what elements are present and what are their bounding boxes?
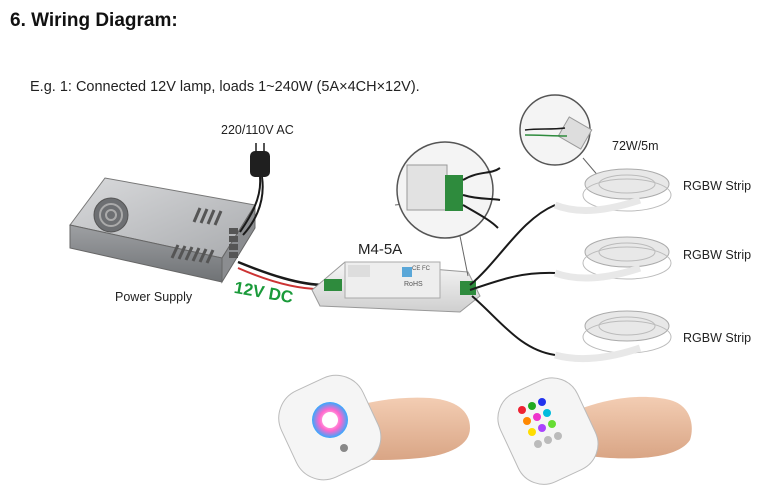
strip-label-2: RGBW Strip xyxy=(683,248,752,262)
led-strip-reel-1 xyxy=(553,168,672,214)
section-heading: 6. Wiring Diagram: xyxy=(10,10,178,31)
terminal-detail-inset xyxy=(394,141,501,277)
controller-ce-mark: CE FC xyxy=(412,266,430,272)
power-supply-unit xyxy=(69,177,256,284)
led-strip-reel-2 xyxy=(553,236,672,282)
controller-rohs-mark: RoHS xyxy=(404,281,423,288)
led-strip-reel-3 xyxy=(554,310,672,362)
button-remote-with-hand xyxy=(497,377,692,485)
touch-wheel-remote-with-hand xyxy=(278,374,470,481)
controller-model-label: M4-5A xyxy=(358,241,403,258)
strip-label-3: RGBW Strip xyxy=(683,331,752,345)
example-description: E.g. 1: Connected 12V lamp, loads 1~240W… xyxy=(30,79,420,95)
strip-power-label: 72W/5m xyxy=(612,139,659,153)
ac-input-label: 220/110V AC xyxy=(221,123,294,137)
power-supply-label: Power Supply xyxy=(115,290,193,304)
strip-connector-inset xyxy=(519,94,601,179)
controller-m4-5a xyxy=(311,261,481,313)
ac-plug xyxy=(239,143,270,236)
strip-label-1: RGBW Strip xyxy=(683,179,752,193)
